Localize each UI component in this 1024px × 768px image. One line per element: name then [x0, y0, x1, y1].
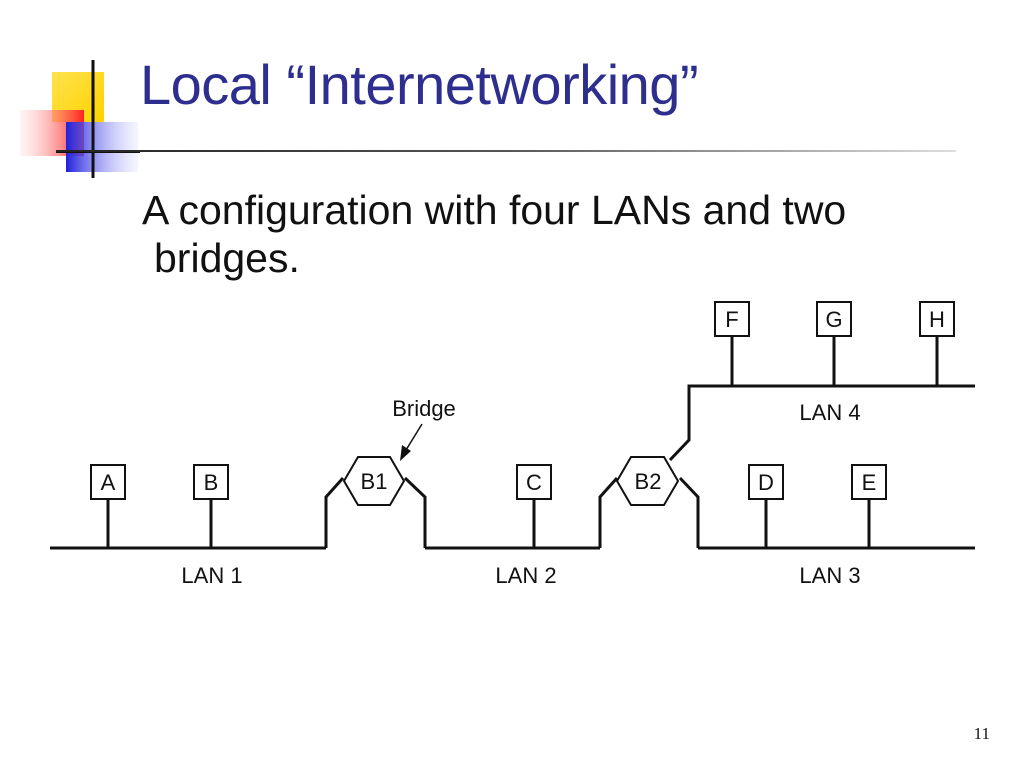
subtitle-line-1: A configuration with four LANs and two [142, 187, 847, 233]
slide-subtitle: A configuration with four LANs and two b… [142, 186, 962, 282]
lan-1-label: LAN 1 [181, 563, 242, 588]
lan-4-label: LAN 4 [799, 400, 860, 425]
host-a-box [90, 464, 126, 500]
bridge-callout-label: Bridge [392, 396, 456, 421]
host-f-label: F [725, 307, 738, 332]
host-c-box [516, 464, 552, 500]
bridge-b2-left-link [598, 476, 619, 548]
host-b-label: B [204, 470, 219, 495]
host-h-label: H [929, 307, 945, 332]
bridge-callout-arrow [405, 423, 423, 451]
host-e-box [851, 464, 887, 500]
bridge-b1-hexagon [342, 456, 406, 506]
page-number: 11 [973, 724, 990, 743]
lan-2-label: LAN 2 [495, 563, 556, 588]
bridge-b2-right-link [678, 476, 700, 548]
host-g-label: G [825, 307, 842, 332]
bridge-b2-hexagon [615, 456, 680, 506]
host-c-label: C [526, 470, 542, 495]
bridge-b2-label: B2 [635, 469, 662, 494]
host-f-box [714, 301, 750, 337]
host-d-label: D [758, 470, 774, 495]
host-a-label: A [101, 470, 116, 495]
bridge-b2-upper-link [668, 384, 975, 462]
slide-logo [20, 60, 140, 178]
host-b-box [193, 464, 229, 500]
host-h-box [919, 301, 955, 337]
bridge-b1-right-link [403, 476, 427, 548]
network-diagram: A B C D E F G H B1 B2 Bridge LAN 1 LAN 2… [50, 301, 975, 588]
bridge-callout-arrowhead [400, 445, 411, 461]
subtitle-line-2: bridges. [154, 235, 300, 281]
host-e-label: E [862, 470, 877, 495]
title-divider [56, 150, 956, 152]
page-title: Local “Internetworking” [140, 53, 699, 116]
bridge-b1-left-link [324, 476, 345, 548]
lan-3-label: LAN 3 [799, 563, 860, 588]
host-d-box [748, 464, 784, 500]
bridge-b1-label: B1 [361, 469, 388, 494]
host-g-box [816, 301, 852, 337]
